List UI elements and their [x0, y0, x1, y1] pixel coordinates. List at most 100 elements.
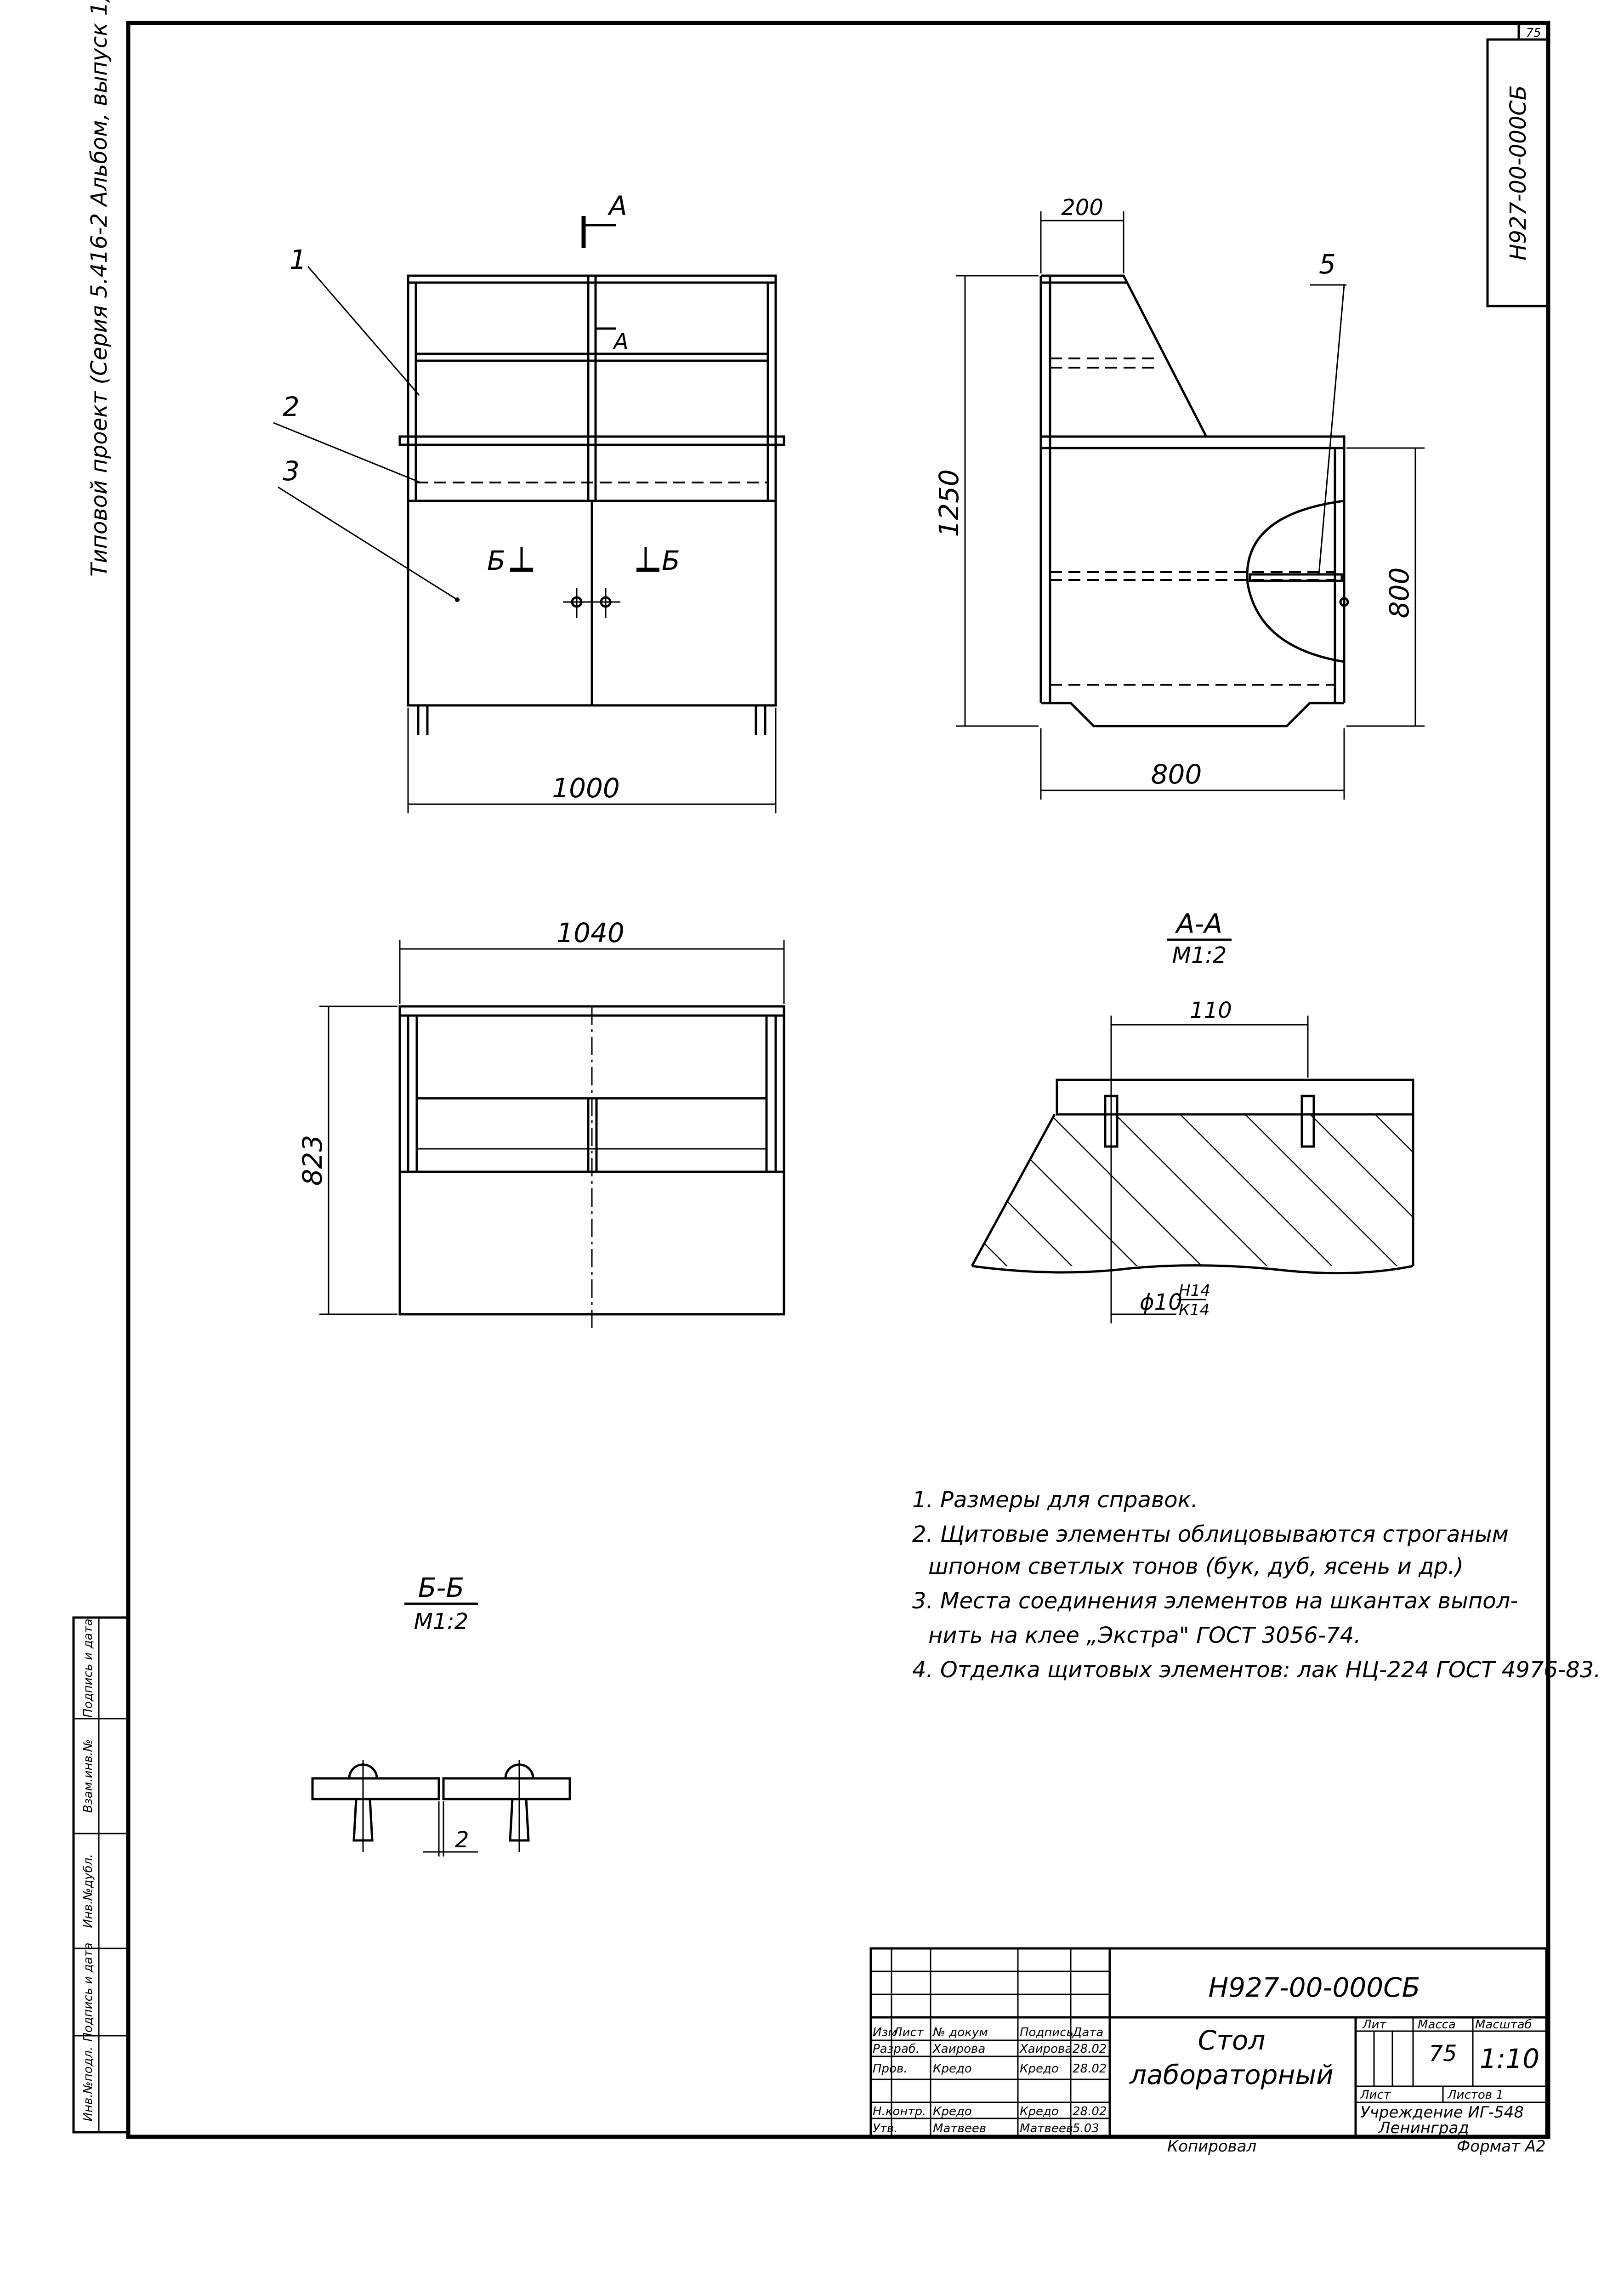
tb-copied: Копировал [1167, 2137, 1256, 2156]
side-view: 5 200 1250 800 800 [933, 195, 1425, 800]
left-margin-strip: Подпись и дата Взам.инв.№ Инв.№дубл. Под… [72, 1616, 130, 2134]
code-stamp: Н927-00-000СБ [1505, 85, 1531, 261]
dim-1000: 1000 [552, 772, 620, 804]
section-bb-door-left [311, 1777, 440, 1800]
tb-head-doc: № докум [932, 2026, 988, 2039]
page-number: 75 [1526, 26, 1541, 40]
note-2a: 2. Щитовые элементы облицовываются строг… [912, 1522, 1509, 1547]
pin-diameter: ϕ10 [1140, 1289, 1182, 1315]
leader-5-line [1318, 284, 1345, 575]
section-aa-scale: М1:2 [1172, 942, 1227, 968]
frame-border [126, 21, 1550, 2139]
fit-top: Н14 [1179, 1282, 1210, 1300]
tb-sheets-label: Листов 1 [1447, 2088, 1504, 2102]
dim-823: 823 [297, 1135, 328, 1186]
section-a-label-top: А [607, 190, 627, 221]
tb-scale: 1:10 [1480, 2043, 1539, 2074]
leader-3-label: 3 [283, 455, 300, 487]
dim-2: 2 [455, 1827, 469, 1853]
tb-org-1: Учреждение ИГ-548 [1360, 2103, 1524, 2122]
section-aa-dowel-right [1300, 1095, 1315, 1148]
side-knob [1339, 597, 1349, 607]
tb-sheet-label: Лист [1360, 2088, 1391, 2102]
tb-name: Хаирова [932, 2042, 985, 2056]
margin-cell-4: Подпись и дата [81, 1942, 95, 2041]
leader-2-label: 2 [283, 391, 300, 422]
tb-sign: Матвеев [1020, 2122, 1073, 2135]
section-bb-scale: М1:2 [414, 1609, 469, 1635]
side-door-swing [1246, 500, 1345, 663]
margin-strip-box [72, 1616, 130, 2134]
tb-sign: Хаирова [1019, 2042, 1072, 2056]
margin-cell-3: Инв.№дубл. [81, 1854, 95, 1928]
dim-1250: 1250 [933, 469, 965, 537]
section-bb-door-right [442, 1777, 571, 1800]
tb-date: 28.02 [1073, 2105, 1107, 2118]
tb-head-date: Дата [1072, 2026, 1103, 2039]
note-3b: нить на клее „Экстра" ГОСТ 3056-74. [928, 1623, 1361, 1648]
section-aa: А-А М1:2 110 ϕ10 Н14 К14 [971, 908, 1414, 1323]
dim-200: 200 [1061, 195, 1103, 221]
note-2b: шпоном светлых тонов (бук, дуб, ясень и … [928, 1554, 1464, 1579]
side-worktop [1039, 435, 1346, 449]
front-view: А А Б Б 1 2 3 1000 [273, 190, 785, 813]
sheet-frame: 75 Н927-00-000СБ Типовой проект (Серия 5… [86, 0, 1550, 2139]
leader-1-line [307, 266, 420, 396]
tb-role: Разраб. [873, 2042, 920, 2056]
tb-head-sign: Подпись [1020, 2026, 1073, 2039]
tb-sign: Кредо [1020, 2105, 1059, 2118]
note-3a: 3. Места соединения элементов на шкантах… [912, 1588, 1518, 1614]
section-aa-body-edges [971, 1113, 1414, 1267]
tb-head-list: Лист [893, 2026, 924, 2039]
side-plinth [1041, 702, 1344, 727]
tb-date: 28.02 [1073, 2042, 1107, 2056]
tb-org-2: Ленинград [1378, 2119, 1469, 2137]
tb-format: Формат А2 [1457, 2137, 1546, 2156]
title-block: Н927-00-000СБ Стол лабораторный Изм Лист… [869, 1947, 1548, 2156]
fit-bottom: К14 [1179, 1301, 1209, 1319]
leader-5-label: 5 [1319, 249, 1336, 280]
tb-date: 28.02 [1073, 2062, 1107, 2076]
margin-cell-1: Подпись и дата [81, 1618, 95, 1717]
code-stamp-box [1486, 38, 1550, 307]
margin-cell-5: Инв.№подл. [81, 2047, 95, 2122]
section-bb: Б-Б М1:2 2 [311, 1572, 571, 1857]
section-aa-title: А-А [1175, 908, 1222, 939]
tb-title-1: Стол [1198, 2025, 1266, 2056]
tb-role: Н.контр. [873, 2105, 926, 2118]
tb-name: Кредо [933, 2062, 972, 2076]
side-note: Типовой проект (Серия 5.416-2 Альбом, вы… [86, 0, 112, 577]
dim-110: 110 [1190, 998, 1232, 1023]
tb-role: Утв. [873, 2122, 898, 2135]
tb-lit-label: Лит [1362, 2018, 1386, 2032]
leader-1-label: 1 [290, 244, 307, 275]
leader-3-line [278, 486, 458, 601]
section-bb-title: Б-Б [418, 1572, 465, 1603]
section-aa-break-line [971, 1264, 1414, 1275]
tb-sign: Кредо [1020, 2062, 1059, 2076]
tb-title-2: лабораторный [1129, 2059, 1334, 2090]
front-worktop [398, 435, 785, 446]
dim-1040: 1040 [556, 917, 625, 948]
dim-800-height: 800 [1384, 568, 1415, 619]
notes-block: 1. Размеры для справок. 2. Щитовые элеме… [912, 1487, 1601, 1683]
note-1: 1. Размеры для справок. [912, 1487, 1198, 1513]
tb-scale-label: Масштаб [1475, 2018, 1532, 2032]
section-a-label-inner: А [612, 329, 629, 355]
plan-view: 1040 823 [297, 917, 785, 1328]
tb-name: Кредо [933, 2105, 972, 2118]
leader-2-line [273, 422, 421, 483]
side-upper-profile [1041, 274, 1208, 437]
section-aa-body-hatch [972, 1114, 1413, 1266]
tb-role: Пров. [873, 2062, 908, 2076]
tb-head-izm: Изм [873, 2026, 897, 2039]
note-4: 4. Отделка щитовых элементов: лак НЦ-224… [912, 1657, 1601, 1683]
tb-mass-label: Масса [1418, 2018, 1456, 2032]
dim-800-depth: 800 [1151, 759, 1202, 790]
tb-doc-code: Н927-00-000СБ [1209, 1972, 1420, 2003]
margin-cell-2: Взам.инв.№ [81, 1739, 95, 1813]
section-b-label-left: Б [487, 545, 505, 576]
section-b-label-right: Б [662, 545, 680, 576]
